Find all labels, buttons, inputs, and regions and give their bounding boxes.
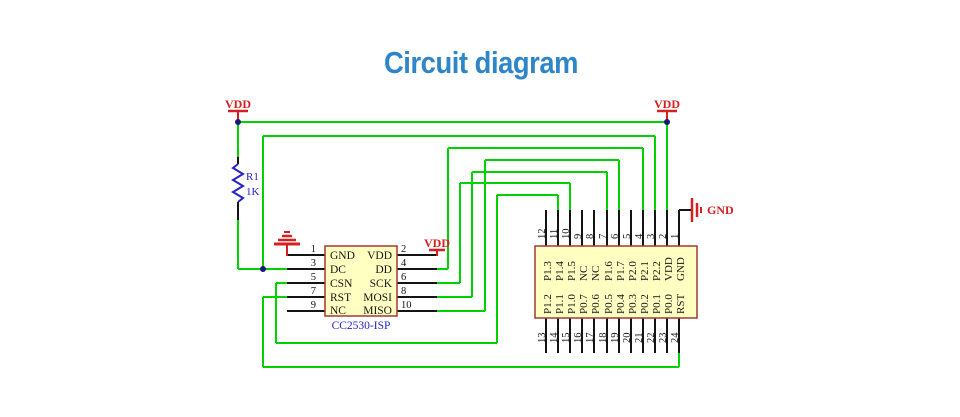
conn-pin-number: 2 xyxy=(658,234,669,239)
conn-pin-label: P1.5 xyxy=(566,261,578,281)
conn-pin-number: 17 xyxy=(585,333,596,344)
wires-green xyxy=(237,121,680,368)
wires-black xyxy=(237,157,691,353)
conn-pin-number: 18 xyxy=(598,333,609,344)
ic-pin-label: MISO xyxy=(363,305,392,317)
ic-pin-label: RST xyxy=(330,292,351,304)
ic-pin-number: 5 xyxy=(311,272,316,283)
conn-pin-number: 20 xyxy=(622,333,633,344)
conn-pin-number: 16 xyxy=(573,333,584,344)
ic-pin-label: CSN xyxy=(330,278,353,290)
conn-pin-label: GND xyxy=(675,257,687,281)
conn-pin-label: P0.6 xyxy=(590,294,602,314)
conn-pin-label: P2.1 xyxy=(639,261,651,281)
conn-pin-number: 7 xyxy=(598,234,609,239)
conn-pin-number: 8 xyxy=(585,234,596,239)
conn-pin-label: P0.1 xyxy=(651,294,663,314)
resistor-designator: R1 xyxy=(246,171,259,183)
resistor-zigzag xyxy=(231,163,245,203)
connector-j1: 12 11 10 9 8 7 6 5 4 3 2 1 P1.3 P1.4 P1.… xyxy=(534,229,698,344)
conn-pin-number: 19 xyxy=(610,333,621,344)
conn-pin-label: P1.4 xyxy=(554,261,566,281)
ic-pin-number: 10 xyxy=(401,300,412,311)
conn-pin-label: P1.7 xyxy=(615,261,627,281)
ic-pin-label: VDD xyxy=(367,250,392,262)
junction-dot xyxy=(260,266,266,272)
ic-cc2530: 1 3 5 7 9 2 4 6 8 10 GND DC CSN RST NC V… xyxy=(311,244,412,332)
conn-pin-number: 1 xyxy=(670,234,681,239)
ic-pin-number: 6 xyxy=(401,272,406,283)
ic-pin-label: NC xyxy=(330,305,346,317)
conn-pin-label: P0.4 xyxy=(615,294,627,314)
conn-pin-label: P0.5 xyxy=(603,294,615,314)
ic-pin-number: 8 xyxy=(401,286,406,297)
conn-pin-label: VDD xyxy=(663,257,675,281)
ic-pin-number: 9 xyxy=(311,300,316,311)
ic-pin-label: MOSI xyxy=(363,292,392,304)
conn-pin-number: 23 xyxy=(658,333,669,344)
ic-pin-number: 7 xyxy=(311,286,316,297)
conn-pin-number: 14 xyxy=(549,332,560,343)
resistor-value: 1K xyxy=(246,186,260,198)
conn-pin-label: P1.0 xyxy=(566,294,578,314)
conn-pin-label: P1.2 xyxy=(542,294,554,314)
conn-pin-number: 15 xyxy=(561,333,572,344)
conn-pin-number: 6 xyxy=(610,234,621,239)
ic-pin-number: 2 xyxy=(401,244,406,255)
gnd-right-label: GND xyxy=(707,203,734,217)
conn-pin-number: 3 xyxy=(646,234,657,239)
conn-pin-number: 9 xyxy=(573,234,584,239)
ic-body xyxy=(324,245,398,317)
vdd-symbol-left: VDD xyxy=(225,97,251,122)
vdd-symbol-isp: VDD xyxy=(424,236,450,256)
conn-pin-label: NC xyxy=(578,266,590,281)
ic-pin-label: DC xyxy=(330,264,346,276)
conn-pin-number: 12 xyxy=(537,229,548,240)
conn-pin-label: P2.0 xyxy=(627,261,639,281)
ic-pin-label: SCK xyxy=(370,278,393,290)
conn-pin-number: 13 xyxy=(537,333,548,344)
ic-pin-number: 1 xyxy=(311,244,316,255)
conn-pin-number: 10 xyxy=(561,229,572,240)
conn-pin-label: P0.2 xyxy=(639,294,651,314)
conn-pin-label: P0.7 xyxy=(578,294,590,314)
conn-pin-label: P1.6 xyxy=(603,261,615,281)
vdd-right-label: VDD xyxy=(654,97,680,111)
vdd-symbol-right: VDD xyxy=(654,97,680,122)
vdd-isp-label: VDD xyxy=(424,236,450,250)
conn-pin-number: 11 xyxy=(549,229,560,239)
earth-ground-icon xyxy=(274,231,300,256)
conn-pin-number: 5 xyxy=(622,234,633,239)
conn-pin-label: RST xyxy=(675,294,687,314)
junction-dot xyxy=(664,119,670,125)
conn-pin-number: 24 xyxy=(670,332,681,343)
conn-pin-label: P1.3 xyxy=(542,261,554,281)
conn-pin-label: NC xyxy=(590,266,602,281)
junction-dot xyxy=(235,119,241,125)
page-title: Circuit diagram xyxy=(384,45,578,80)
conn-pin-number: 22 xyxy=(646,333,657,344)
vdd-left-label: VDD xyxy=(225,97,251,111)
ic-pin-label: GND xyxy=(330,250,355,262)
ic-name: CC2530-ISP xyxy=(332,320,391,332)
ic-pin-number: 3 xyxy=(311,258,316,269)
conn-pin-label: P0.3 xyxy=(627,294,639,314)
resistor-r1: R1 1K xyxy=(231,163,260,203)
gnd-symbol-right: GND xyxy=(690,198,734,222)
ic-pin-number: 4 xyxy=(401,258,407,269)
conn-pin-label: P1.1 xyxy=(554,294,566,314)
connector-body xyxy=(534,245,698,319)
conn-pin-label: P2.2 xyxy=(651,261,663,281)
conn-pin-number: 4 xyxy=(634,233,645,239)
conn-pin-label: P0.0 xyxy=(663,294,675,314)
ic-pin-label: DD xyxy=(375,264,392,276)
conn-pin-number: 21 xyxy=(634,333,645,344)
